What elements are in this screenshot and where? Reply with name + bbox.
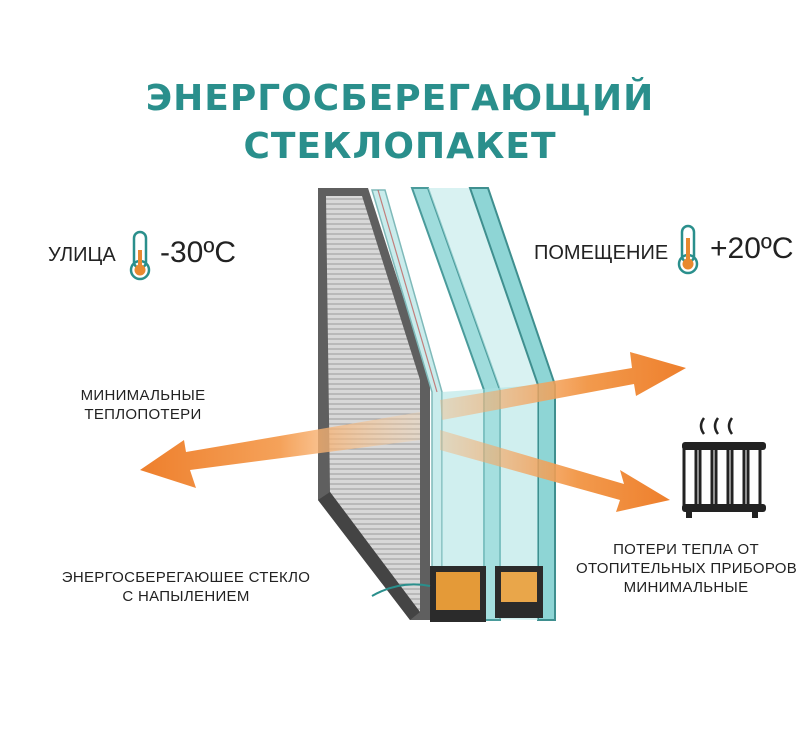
heat-arrow-right-lower [440,430,670,512]
title-line-1: ЭНЕРГОСБЕРЕГАЮЩИЙ [145,78,655,119]
outside-temperature: -30ºC [160,236,236,269]
heat-loss-arrow-left [140,412,420,488]
thermometer-icon [129,230,151,281]
coated-glass-line-2: С НАПЫЛЕНИЕМ [122,588,250,605]
radiator-loss-line-1: ПОТЕРИ ТЕПЛА ОТ [613,541,759,558]
heat-loss-label: МИНИМАЛЬНЫЕ ТЕПЛОПОТЕРИ [60,386,226,424]
heat-loss-line-1: МИНИМАЛЬНЫЕ [80,387,206,404]
inside-temperature: +20ºC [710,232,794,265]
inside-label: ПОМЕЩЕНИЕ [534,242,669,264]
radiator-icon [682,417,766,518]
window-frame [318,188,430,620]
radiator-loss-line-2: ОТОПИТЕЛЬНЫХ ПРИБОРОВ [576,560,798,577]
heat-loss-line-2: ТЕПЛОПОТЕРИ [84,406,202,423]
outside-label: УЛИЦА [48,244,116,266]
thermometer-icon [677,224,699,275]
title-line-2: СТЕКЛОПАКЕТ [243,126,557,167]
coated-glass-label: ЭНЕРГОСБЕРЕГАЮШЕЕ СТЕКЛО С НАПЫЛЕНИЕМ [56,568,316,606]
radiator-loss-label: ПОТЕРИ ТЕПЛА ОТ ОТОПИТЕЛЬНЫХ ПРИБОРОВ МИ… [572,540,800,597]
heat-arrow-right-upper [440,352,686,420]
coated-glass-pointer [371,583,431,597]
radiator-loss-line-3: МИНИМАЛЬНЫЕ [623,579,749,596]
spacer-bottom [430,566,543,622]
coated-glass-line-1: ЭНЕРГОСБЕРЕГАЮШЕЕ СТЕКЛО [61,569,311,586]
